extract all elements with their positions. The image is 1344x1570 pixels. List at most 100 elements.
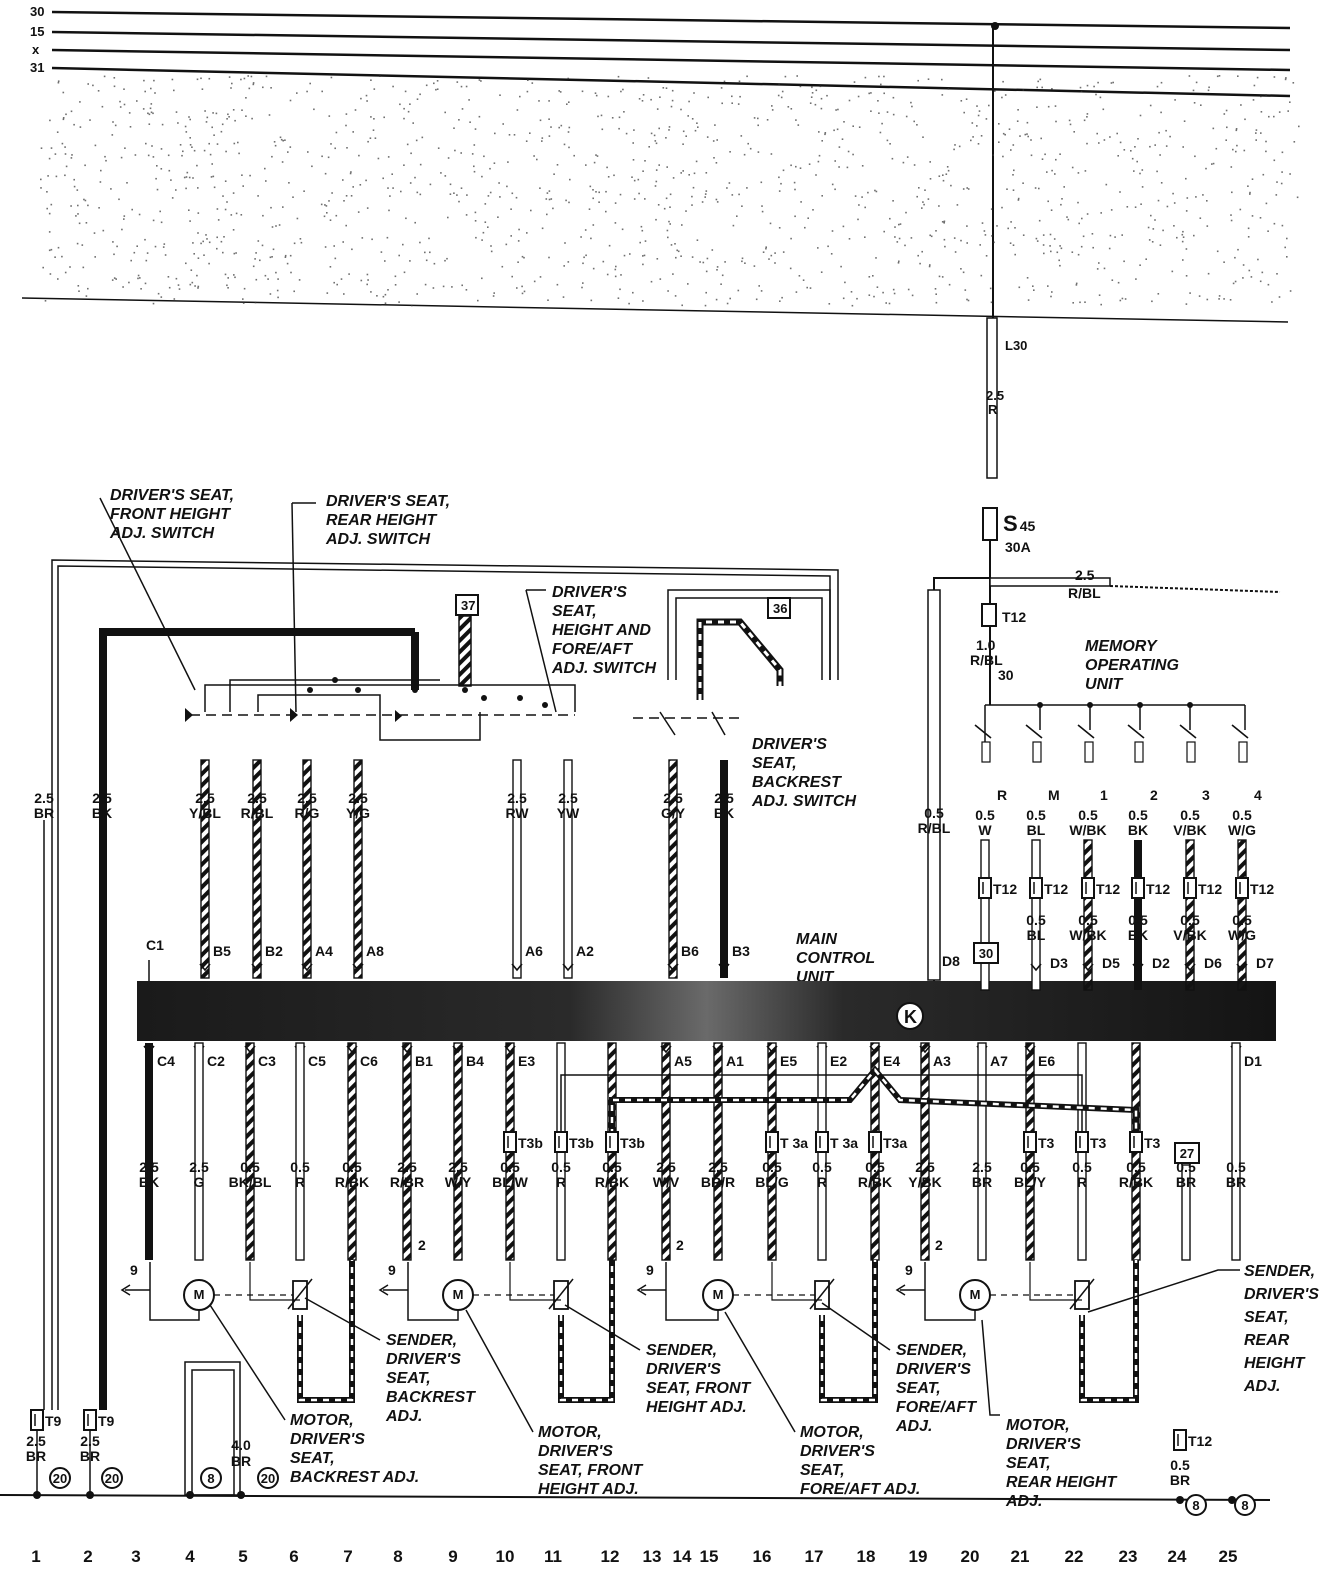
speckle [466, 194, 468, 196]
speckle [1207, 89, 1210, 92]
sender-loop-2 [819, 1260, 878, 1403]
speckle [906, 156, 909, 158]
speckle [300, 241, 303, 244]
speckle [1030, 139, 1032, 141]
memory-connector-5-label: T12 [1250, 881, 1274, 897]
speckle [197, 287, 199, 289]
speckle [145, 142, 147, 145]
speckle [972, 136, 974, 138]
speckle [202, 240, 204, 243]
speckle [780, 182, 782, 185]
speckle [998, 123, 1000, 125]
speckle [546, 213, 548, 216]
pin9-label-2: 9 [646, 1262, 654, 1278]
speckle [966, 242, 968, 244]
speckle [706, 136, 709, 138]
speckle [241, 174, 243, 176]
speckle [938, 275, 941, 278]
speckle [896, 241, 899, 243]
speckle [588, 208, 591, 210]
speckle [1235, 150, 1237, 153]
speckle [1185, 177, 1187, 180]
speckle [517, 240, 520, 242]
speckle [1281, 151, 1284, 154]
sender-loop-stripe-3 [1080, 1260, 1138, 1402]
speckle [185, 176, 188, 178]
lower-connector-2-body [605, 1131, 619, 1153]
ref-box-27 [1174, 1142, 1200, 1164]
speckle [350, 171, 352, 173]
speckle [193, 149, 196, 152]
speckle [985, 255, 988, 257]
speckle [216, 208, 219, 210]
speckle [499, 94, 501, 96]
lower-wire-gauge-2: 0.5 [240, 1159, 260, 1175]
memory-connector-2-body [1081, 877, 1095, 899]
speckle [56, 131, 59, 133]
memory-key-2: 1 [1100, 787, 1108, 803]
speckle [386, 236, 389, 239]
speckle [303, 190, 305, 192]
memory-connector-4-body [1183, 877, 1197, 899]
speckle [1053, 238, 1056, 240]
speckle [288, 182, 290, 184]
speckle [1012, 174, 1014, 176]
col5-gauge: 4.0 [231, 1437, 251, 1453]
speckle [458, 200, 460, 203]
memory-pin-label-4: D6 [1204, 955, 1222, 971]
speckle [179, 144, 182, 146]
memory-pin-arrow-3 [1132, 963, 1144, 972]
speckle [826, 94, 828, 97]
speckle [617, 297, 620, 299]
speckle [201, 88, 204, 90]
speckle [548, 118, 550, 120]
pin9-label-1: 9 [388, 1262, 396, 1278]
lower-wire-11 [713, 1042, 723, 1261]
speckle [1032, 285, 1034, 287]
speckle [966, 298, 968, 301]
speckle [947, 169, 950, 172]
pin9-label-3: 9 [905, 1262, 913, 1278]
speckle [119, 100, 121, 103]
speckle [46, 207, 48, 210]
speckle [162, 246, 165, 248]
speckle [224, 273, 227, 276]
speckle [436, 88, 439, 90]
speckle [227, 287, 229, 289]
speckle [516, 287, 518, 289]
speckle [777, 94, 780, 97]
speckle [276, 289, 279, 292]
speckle [189, 144, 192, 146]
speckle [795, 119, 797, 121]
speckle [547, 299, 549, 301]
speckle [782, 169, 785, 172]
column-number-15: 15 [700, 1547, 719, 1566]
speckle [984, 234, 987, 236]
speckle [146, 252, 149, 254]
lower-wire-gauge-18: 0.5 [1072, 1159, 1092, 1175]
speckle [227, 113, 229, 116]
speckle [960, 268, 962, 270]
speckle [406, 143, 409, 146]
upper-wire-gauge-2: 2.5 [195, 790, 215, 806]
speckle [511, 275, 513, 278]
speckle [529, 132, 531, 134]
memory-wire-color-5: W/G [1228, 822, 1256, 838]
speckle [311, 165, 313, 168]
speckle [1086, 84, 1089, 87]
speckle [1086, 213, 1089, 215]
speckle [360, 97, 362, 100]
speckle [1077, 201, 1079, 204]
lower-wire-color-19: R/BK [1119, 1174, 1153, 1190]
speckle [345, 224, 347, 227]
speckle [342, 179, 344, 181]
speckle [382, 177, 384, 180]
speckle [835, 109, 837, 111]
speckle [122, 286, 124, 288]
speckle [1002, 132, 1005, 135]
speckle [424, 283, 427, 286]
speckle [729, 297, 731, 300]
speckle [1253, 84, 1256, 87]
speckle [838, 146, 841, 148]
col25-dot [1228, 1496, 1236, 1504]
